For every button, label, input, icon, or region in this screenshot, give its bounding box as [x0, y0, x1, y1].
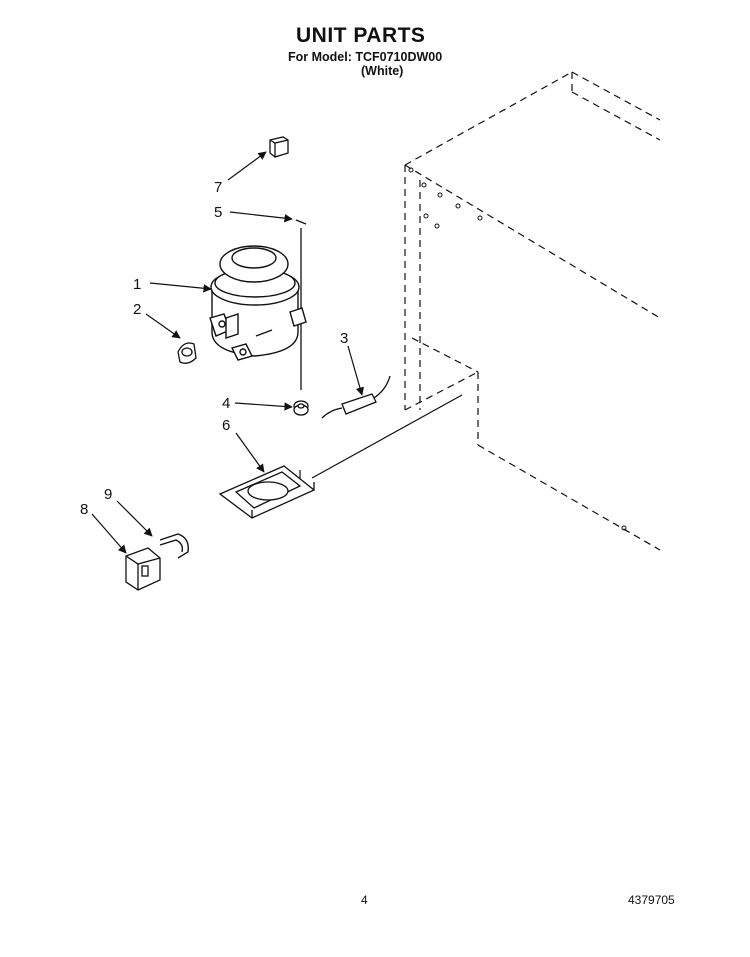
callout-8: 8 [80, 501, 88, 518]
document-number: 4379705 [628, 893, 675, 907]
drier-tube-part [321, 375, 391, 419]
callout-5: 5 [214, 204, 222, 221]
compressor-part [209, 245, 307, 361]
callout-9: 9 [104, 486, 112, 503]
callout-6: 6 [222, 417, 230, 434]
cabinet-holes [408, 167, 627, 531]
relay-cover-part [269, 136, 289, 158]
callout-4: 4 [222, 395, 230, 412]
model-color: (White) [361, 64, 404, 78]
callout-7: 7 [214, 179, 222, 196]
leader-lines [91, 151, 364, 554]
base-rail [299, 394, 463, 486]
spring-clip-part [159, 533, 189, 559]
page-title: UNIT PARTS [296, 24, 426, 47]
model-number: For Model: TCF0710DW00 [288, 50, 443, 64]
page-number: 4 [361, 893, 368, 907]
base-plate-part [218, 465, 316, 519]
callout-2: 2 [133, 301, 141, 318]
cabinet-outline [404, 71, 661, 551]
callout-3: 3 [340, 330, 348, 347]
relay-part [125, 547, 161, 591]
grommet-part [177, 342, 197, 364]
callout-1: 1 [133, 276, 141, 293]
washer-part [293, 400, 309, 416]
